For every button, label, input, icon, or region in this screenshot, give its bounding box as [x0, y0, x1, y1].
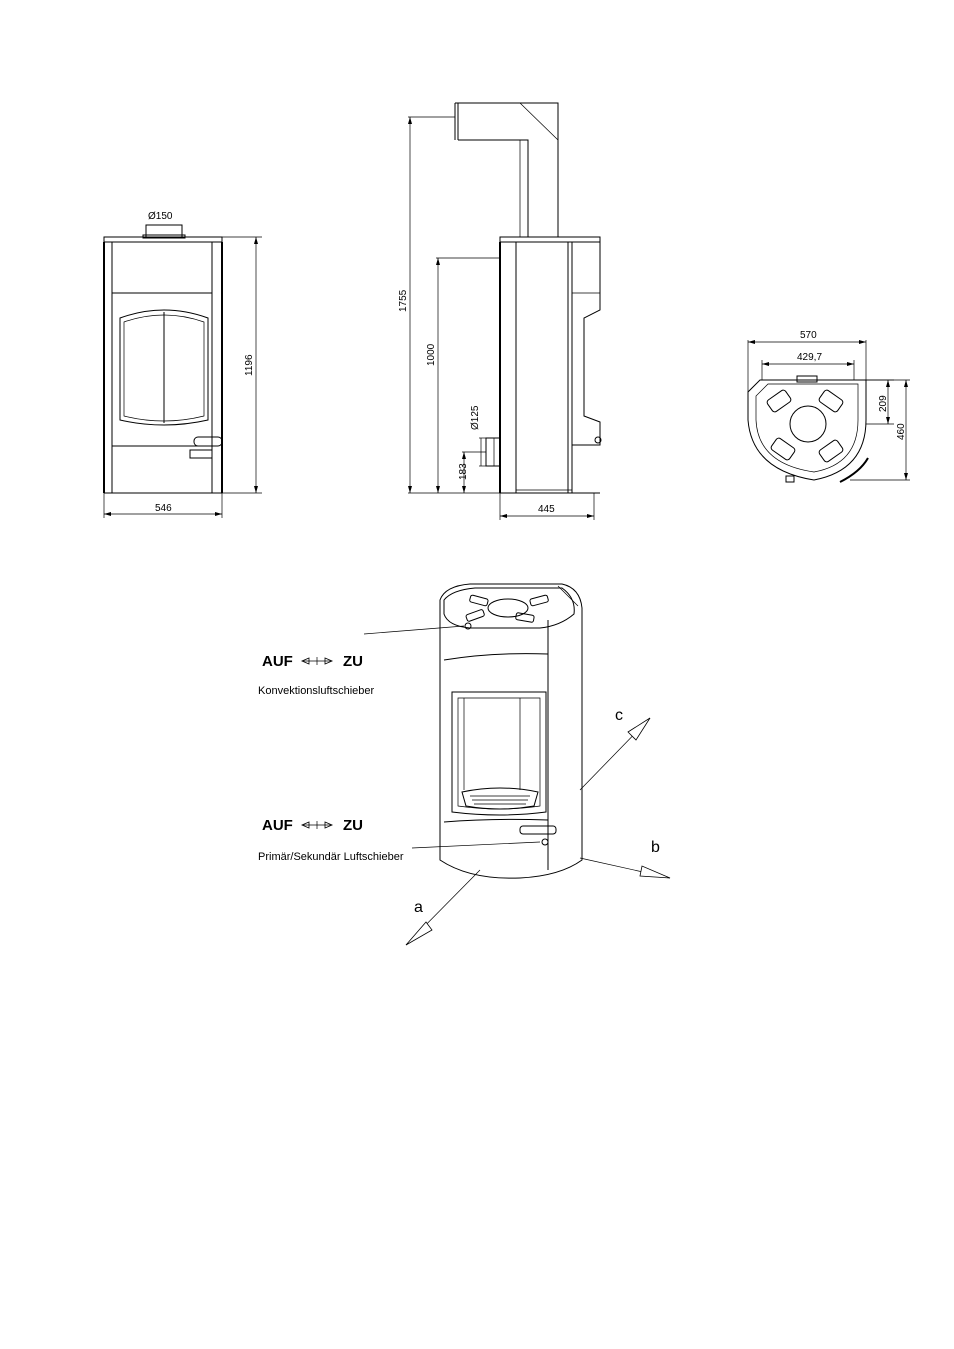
convection-close-label: ZU [343, 653, 363, 670]
convection-slider-label: Konvektionsluftschieber [258, 685, 375, 697]
top-outer-width-dim: 570 [800, 330, 817, 341]
front-view: Ø150 1196 546 [103, 211, 262, 518]
top-inner-width-dim: 429,7 [797, 352, 822, 363]
top-view: 570 429,7 209 460 [747, 330, 910, 483]
primary-open-label: AUF [262, 817, 293, 834]
primary-slider-label: Primär/Sekundär Luftschieber [258, 851, 404, 863]
convection-open-label: AUF [262, 653, 293, 670]
side-total-height-dim: 1755 [398, 289, 409, 312]
top-front-depth-dim: 209 [878, 395, 889, 412]
side-flue-height-dim: 1000 [426, 343, 437, 366]
side-view: 1755 1000 Ø125 183 445 [398, 102, 602, 520]
axis-b-label: b [651, 839, 660, 856]
primary-arrow-icon [300, 821, 334, 829]
side-depth-dim: 445 [538, 504, 555, 515]
axis-a-label: a [414, 899, 423, 916]
front-flue-diameter: Ø150 [148, 211, 173, 222]
side-inlet-height-dim: 183 [458, 463, 469, 480]
axis-c-label: c [615, 707, 623, 724]
iso-view [363, 583, 671, 946]
front-width-dim: 546 [155, 503, 172, 514]
primary-close-label: ZU [343, 817, 363, 834]
side-inlet-diameter-dim: Ø125 [470, 405, 481, 430]
front-height-dim: 1196 [244, 354, 255, 376]
top-total-depth-dim: 460 [896, 423, 907, 440]
convection-arrow-icon [300, 657, 334, 665]
